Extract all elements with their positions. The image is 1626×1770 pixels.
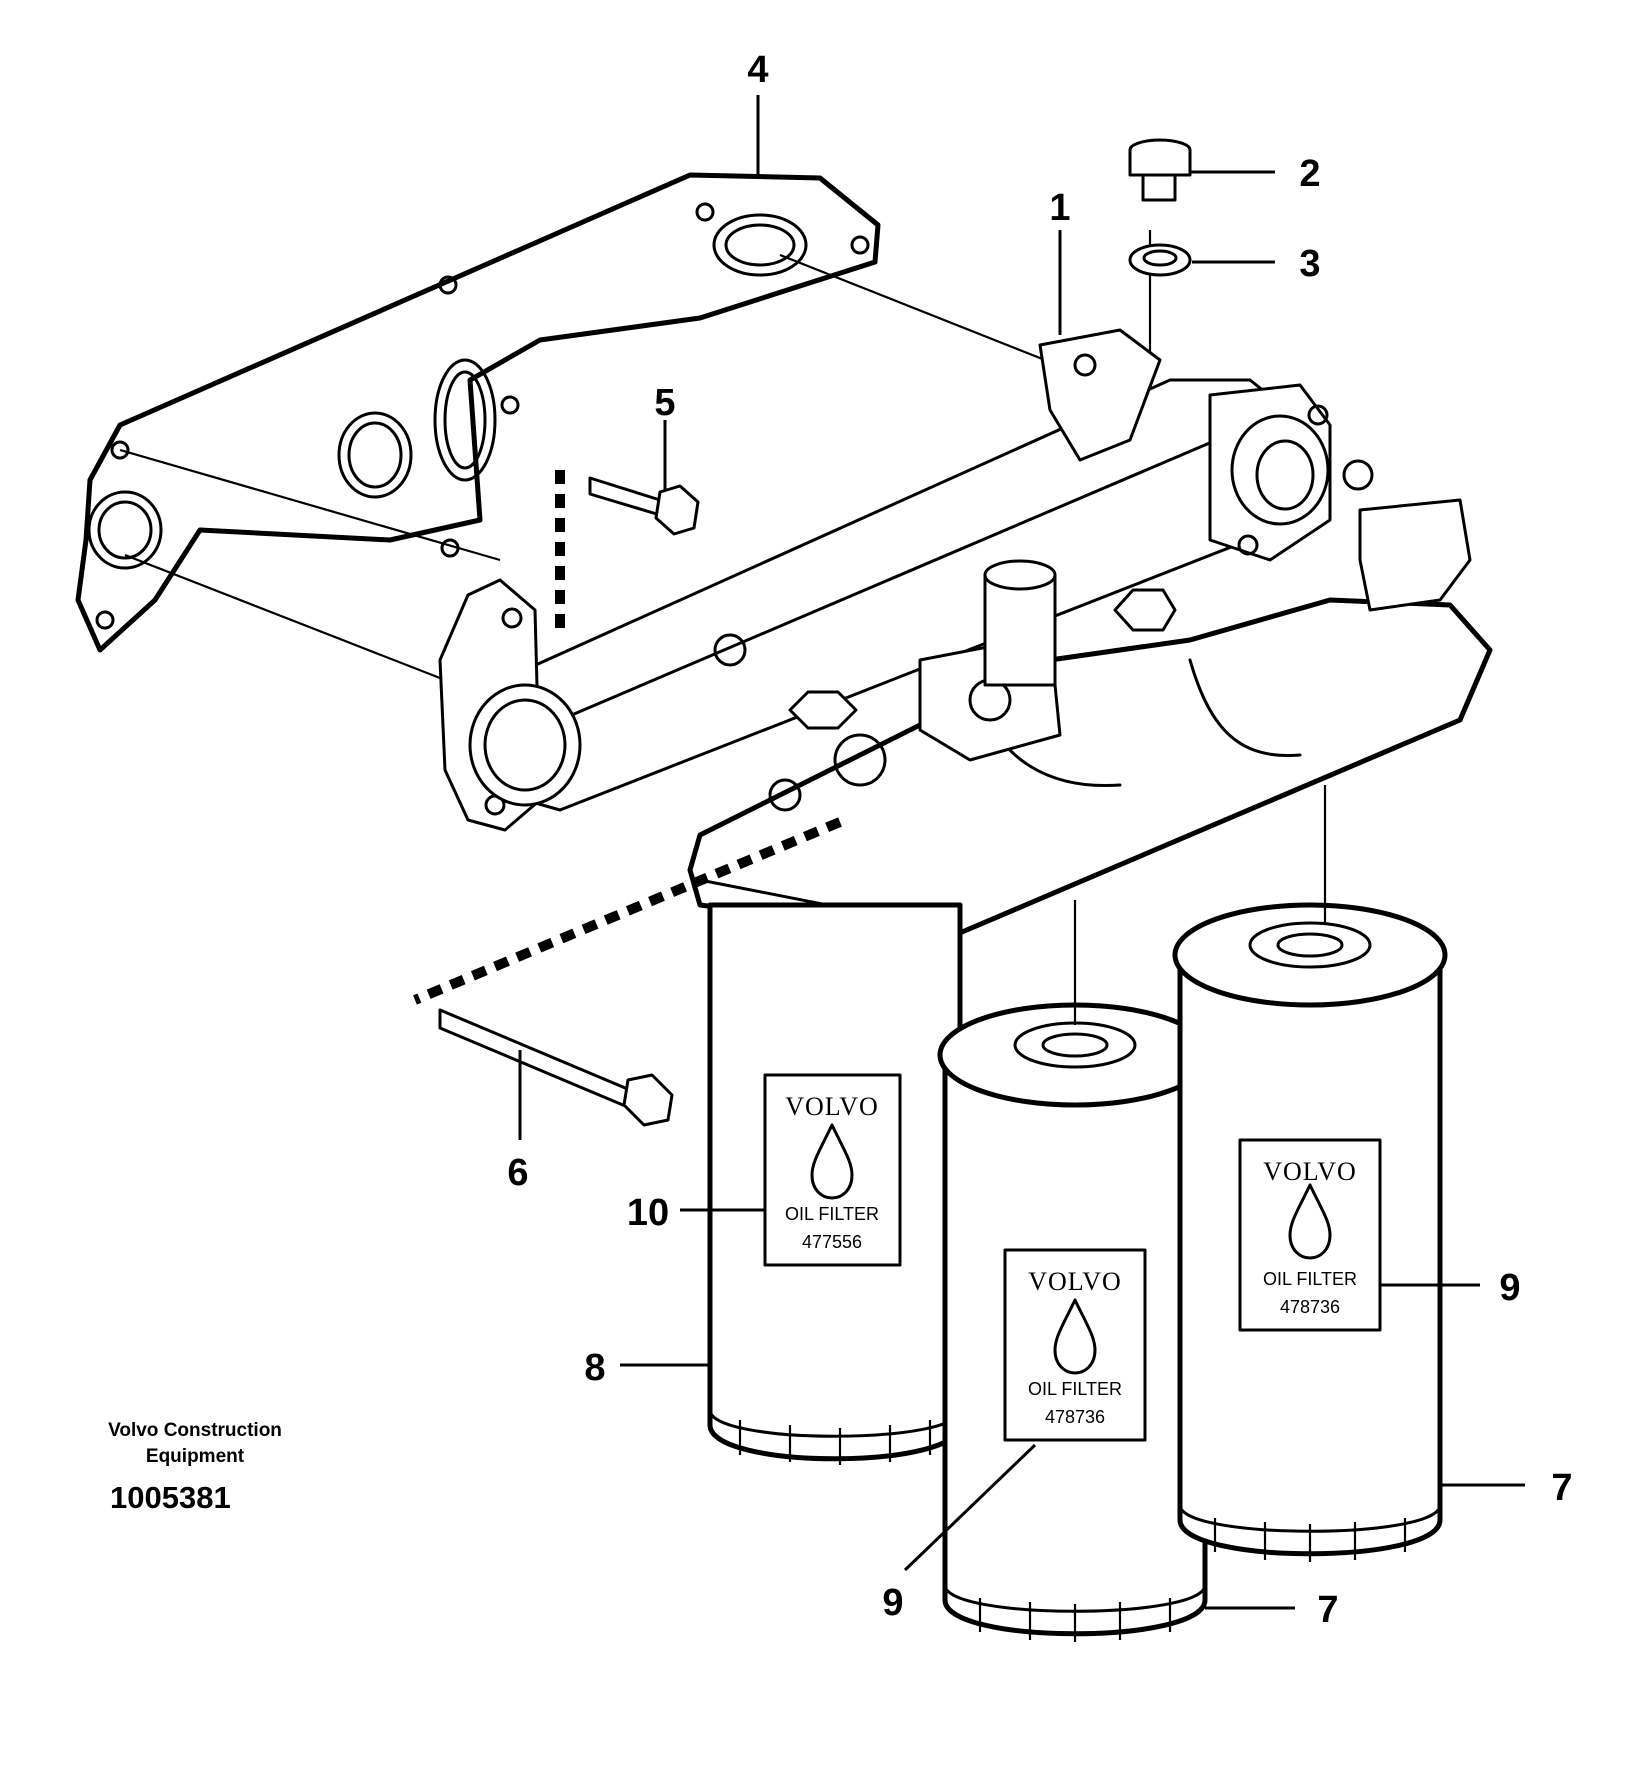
callout-3: 3 <box>1299 243 1320 285</box>
callout-9-middle: 9 <box>882 1582 903 1624</box>
footer-company-line1: Volvo Construction <box>108 1420 282 1441</box>
leader-lines <box>518 95 1525 1610</box>
callout-9-right: 9 <box>1499 1267 1520 1309</box>
footer-company-line2: Equipment <box>145 1446 245 1467</box>
callout-2: 2 <box>1299 153 1320 195</box>
oil-filter-left <box>707 902 963 1465</box>
callout-6: 6 <box>507 1152 528 1194</box>
callout-10: 10 <box>627 1192 669 1234</box>
bolt-6-path <box>413 817 842 1005</box>
callout-8: 8 <box>584 1347 605 1389</box>
callout-4: 4 <box>747 49 768 91</box>
filter-right-brand: VOLVO <box>1263 1157 1357 1186</box>
filter-left-brand: VOLVO <box>785 1092 879 1121</box>
oil-filter-right <box>1172 785 1448 1562</box>
footer-company: Volvo Construction Equipment <box>60 1418 330 1470</box>
callout-7-right: 7 <box>1551 1467 1572 1509</box>
washer-3 <box>1128 243 1192 277</box>
bolt-5 <box>588 476 700 536</box>
filter-middle-name: OIL FILTER <box>1028 1379 1122 1399</box>
plug-2 <box>1128 138 1192 202</box>
filter-middle-part-number: 478736 <box>1045 1407 1105 1427</box>
callout-7-middle: 7 <box>1317 1589 1338 1631</box>
filter-left-name: OIL FILTER <box>785 1204 879 1224</box>
filter-housing <box>438 328 1493 938</box>
filter-right-part-number: 478736 <box>1280 1297 1340 1317</box>
callout-5: 5 <box>654 382 675 424</box>
bolt-6 <box>438 1008 674 1127</box>
filter-left-part-number: 477556 <box>802 1232 862 1252</box>
filter-middle-brand: VOLVO <box>1028 1267 1122 1296</box>
filter-right-name: OIL FILTER <box>1263 1269 1357 1289</box>
oil-filter-middle <box>937 900 1213 1642</box>
callout-1: 1 <box>1049 187 1070 229</box>
gasket <box>75 172 881 653</box>
drawing-number: 1005381 <box>110 1480 231 1515</box>
